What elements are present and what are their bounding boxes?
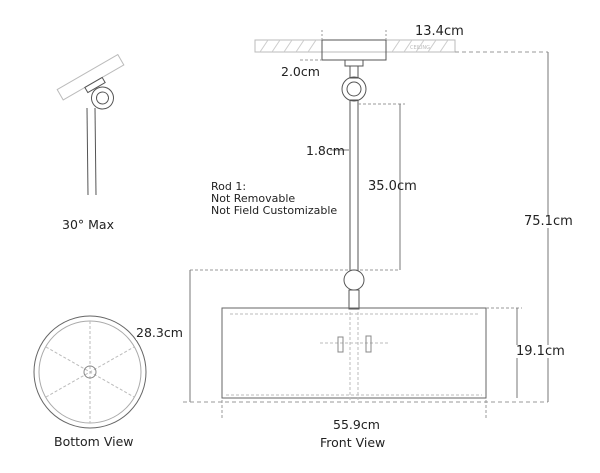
rod-diameter-label: 1.8cm <box>306 143 345 158</box>
bottom-view-drawing <box>33 315 147 429</box>
rod <box>349 99 359 271</box>
ceiling-label: CEILING <box>410 45 430 51</box>
overall-height-label: 75.1cm <box>524 214 573 229</box>
rod-length-label: 35.0cm <box>368 179 417 194</box>
bottom-view-caption: Bottom View <box>54 434 134 449</box>
fixture-height-label: 28.3cm <box>136 325 183 340</box>
ball <box>343 269 365 291</box>
ceiling-band <box>254 39 548 53</box>
front-view-caption: Front View <box>320 435 386 450</box>
shade-width-label: 55.9cm <box>333 417 380 432</box>
rod-note-line2: Not Removable <box>211 192 296 205</box>
tilt-rod <box>86 107 97 196</box>
shade-front <box>221 307 487 399</box>
canopy-width-label: 13.4cm <box>415 24 464 39</box>
rod-note-line1: Rod 1: <box>211 180 247 193</box>
tilt-label: 30° Max <box>62 217 114 232</box>
shade-height-label: 19.1cm <box>516 344 565 359</box>
rod-note-line3: Not Field Customizable <box>211 204 338 217</box>
tilt-view <box>56 53 125 110</box>
canopy-height-label: 2.0cm <box>281 64 320 79</box>
loop-ring <box>341 76 367 102</box>
canopy <box>321 39 387 61</box>
rod-note: Rod 1: Not Removable Not Field Customiza… <box>211 181 337 217</box>
